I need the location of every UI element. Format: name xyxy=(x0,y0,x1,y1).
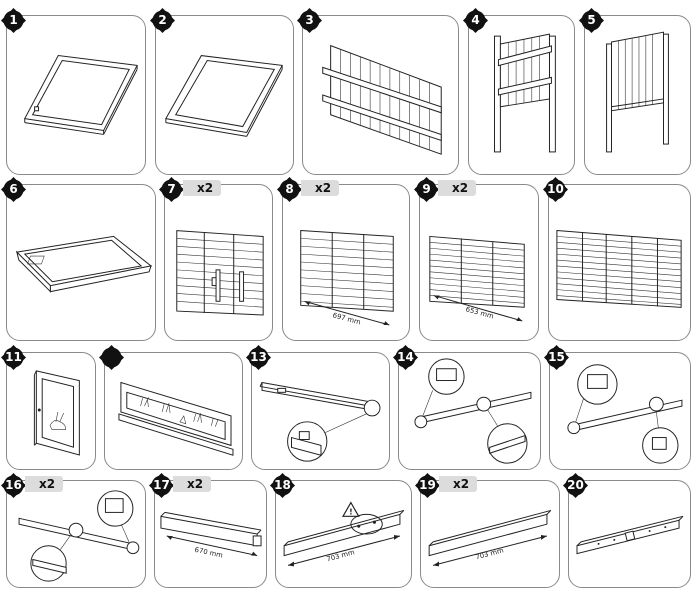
step-badge: 14 xyxy=(393,345,418,370)
beam-dimension-drawing: 703 mm xyxy=(428,509,552,567)
step-20-panel: 20 xyxy=(563,473,691,588)
step-badge: 19 xyxy=(415,473,440,498)
step-badge: 6 xyxy=(1,177,26,202)
step-13-panel: 13 xyxy=(246,345,390,470)
front-rail-drawing xyxy=(118,381,234,456)
dimension-label: 653 mm xyxy=(465,305,495,320)
step-badge: 18 xyxy=(270,473,295,498)
door-drawing xyxy=(33,370,80,456)
warning-symbol: ! xyxy=(349,507,353,516)
step-badge: 4 xyxy=(463,8,488,33)
beam-dimension-drawing: 670 mm xyxy=(160,511,262,560)
wall-panel-drawing xyxy=(322,44,442,155)
step-8-panel: 697 mm 8 x2 xyxy=(277,177,410,341)
quantity-tag: x2 xyxy=(439,476,478,492)
quantity-tag: x2 xyxy=(301,180,340,196)
base-frame-drawing xyxy=(165,55,283,137)
beam-detail-drawing xyxy=(567,364,683,464)
step-badge: 1 xyxy=(1,8,26,33)
step-badge: 9 xyxy=(414,177,439,202)
step-badge: 2 xyxy=(150,8,175,33)
beam-detail-drawing xyxy=(259,381,381,462)
dimension-label: 703 mm xyxy=(475,546,505,561)
step-1-panel: 1 xyxy=(1,8,146,175)
side-panel-drawing: 653 mm xyxy=(429,235,525,322)
step-badge: 7 xyxy=(159,177,184,202)
step-badge: 16 xyxy=(1,473,26,498)
beam-drawing xyxy=(576,515,684,555)
step-15-panel: 15 xyxy=(544,345,691,470)
step-6-panel: 6 xyxy=(1,177,156,341)
quantity-tag: x2 xyxy=(183,180,222,196)
door-frame-drawing xyxy=(494,33,556,153)
quantity-tag: x2 xyxy=(438,180,477,196)
beam-detail-drawing xyxy=(414,358,532,464)
step-badge: 20 xyxy=(563,473,588,498)
base-frame-drawing xyxy=(23,55,138,135)
step-18-panel: ! 703 mm 18 xyxy=(270,473,412,588)
step-badge: 11 xyxy=(1,345,26,370)
step-badge: 8 xyxy=(277,177,302,202)
beam-detail-drawing xyxy=(18,490,140,582)
step-19-panel: 703 mm 19 x2 xyxy=(415,473,560,588)
floor-tray-drawing xyxy=(15,235,153,293)
step-10-panel: 10 xyxy=(543,177,691,341)
side-panel-drawing: 697 mm xyxy=(300,229,394,327)
door-panel-drawing xyxy=(176,230,264,316)
step-12-panel xyxy=(99,345,243,470)
step-badge: 17 xyxy=(149,473,174,498)
step-9-panel: 653 mm 9 x2 xyxy=(414,177,539,341)
step-badge: 3 xyxy=(297,8,322,33)
step-badge: 5 xyxy=(579,8,604,33)
quantity-tag: x2 xyxy=(25,476,64,492)
step-5-panel: 5 xyxy=(579,8,691,175)
step-16-panel: 16 x2 xyxy=(1,473,146,588)
step-badge: 10 xyxy=(543,177,568,202)
back-panel-drawing xyxy=(556,229,682,308)
step-2-panel: 2 xyxy=(150,8,294,175)
step-3-panel: 3 xyxy=(297,8,459,175)
quantity-tag: x2 xyxy=(173,476,212,492)
dimension-label: 703 mm xyxy=(326,548,356,563)
step-7-panel: 7 x2 xyxy=(159,177,273,341)
step-17-panel: 670 mm 17 x2 xyxy=(149,473,267,588)
step-badge: 13 xyxy=(246,345,271,370)
beam-dimension-drawing: ! 703 mm xyxy=(283,501,405,567)
step-badge xyxy=(99,345,124,370)
step-14-panel: 14 xyxy=(393,345,541,470)
wall-panel-drawing xyxy=(606,31,669,153)
step-11-panel: 11 xyxy=(1,345,96,470)
warning-triangle-icon xyxy=(341,501,360,517)
step-badge: 15 xyxy=(544,345,569,370)
step-4-panel: 4 xyxy=(463,8,575,175)
